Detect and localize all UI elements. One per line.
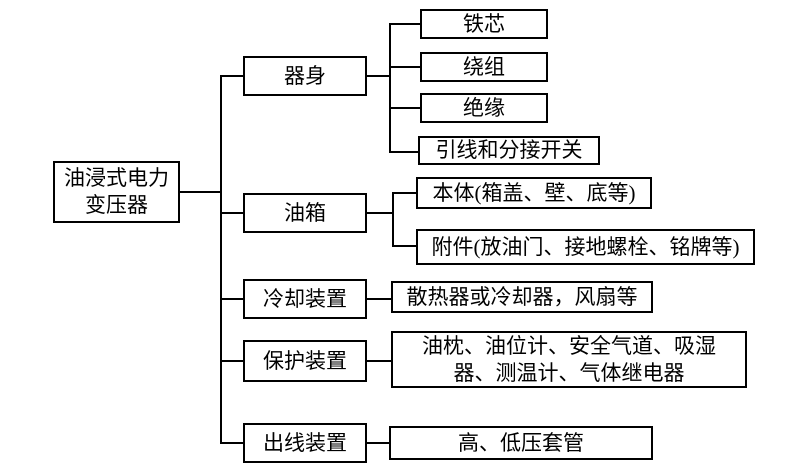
- connector-body-children-trunk: [389, 23, 391, 153]
- connector-oil-tank-children-trunk: [392, 192, 394, 247]
- node-tank-accessories: 附件(放油门、接地螺栓、铭牌等): [416, 229, 755, 265]
- connector-stub-tank-body: [392, 192, 416, 194]
- node-body: 器身: [243, 56, 367, 96]
- node-leads-and-tap-switch: 引线和分接开关: [418, 136, 600, 165]
- connector-branch-body: [220, 75, 243, 77]
- connector-body-out: [367, 75, 391, 77]
- node-cooling-device: 冷却装置: [243, 279, 367, 319]
- connector-oil-tank-out: [367, 212, 394, 214]
- connector-main-trunk: [220, 75, 222, 444]
- node-radiator-cooler-fan: 散热器或冷却器，风扇等: [391, 281, 653, 313]
- node-winding: 绕组: [420, 52, 548, 82]
- connector-stub-insulation: [389, 107, 420, 109]
- connector-stub-leads: [389, 151, 418, 153]
- connector-stub-iron-core: [389, 23, 420, 25]
- connector-root-to-trunk: [180, 191, 222, 193]
- node-protection-components: 油枕、油位计、安全气道、吸湿 器、测温计、气体继电器: [391, 331, 747, 388]
- node-oil-tank: 油箱: [243, 193, 367, 233]
- node-root-transformer: 油浸式电力 变压器: [53, 161, 180, 223]
- node-insulation: 绝缘: [420, 93, 548, 123]
- connector-stub-winding: [389, 66, 420, 68]
- connector-branch-protection: [220, 360, 243, 362]
- connector-stub-tank-accessories: [392, 245, 416, 247]
- connector-branch-outlet: [220, 442, 243, 444]
- node-iron-core: 铁芯: [420, 9, 548, 39]
- node-outlet-device: 出线装置: [243, 423, 367, 463]
- node-hv-lv-bushings: 高、低压套管: [389, 426, 653, 460]
- connector-branch-oil-tank: [220, 212, 243, 214]
- connector-branch-cooling: [220, 298, 243, 300]
- node-protection-device: 保护装置: [243, 340, 367, 382]
- node-tank-main-body: 本体(箱盖、壁、底等): [416, 177, 652, 209]
- connector-cooling-out: [367, 298, 391, 300]
- connector-outlet-out: [367, 442, 389, 444]
- connector-protection-out: [367, 360, 391, 362]
